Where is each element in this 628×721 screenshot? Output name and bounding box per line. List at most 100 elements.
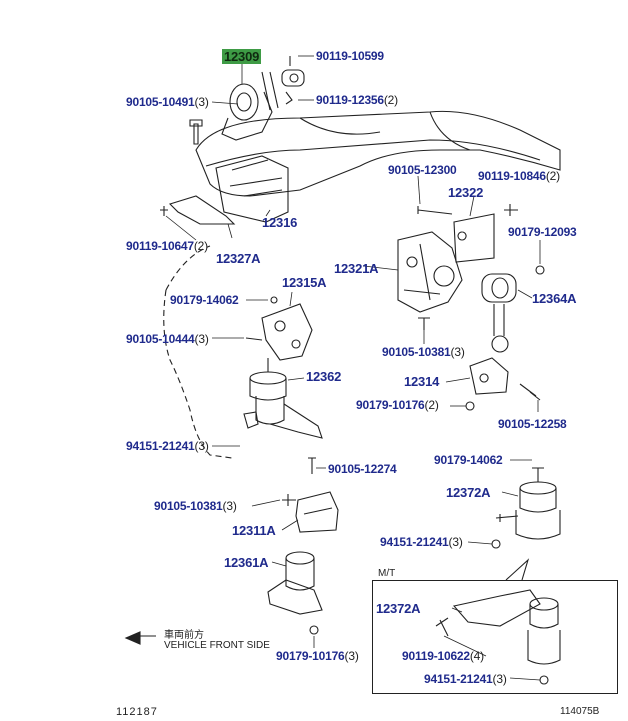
part-number: 90179-10176: [356, 398, 425, 412]
part-label-90179-10176[interactable]: 90179-10176(2): [356, 399, 439, 412]
part-number: 12316: [262, 215, 298, 230]
bracket-12315A-drawing: [261, 303, 313, 361]
part-qty: (2): [424, 398, 439, 412]
part-label-90119-10647[interactable]: 90119-10647(2): [126, 240, 208, 253]
mount-12372A-lower-drawing: [435, 589, 561, 665]
part-qty: (3): [448, 535, 463, 549]
part-number: 90105-10381: [154, 499, 223, 513]
part-label-90179-14062[interactable]: 90179-14062: [170, 294, 239, 307]
part-label-90105-10444[interactable]: 90105-10444(3): [126, 333, 209, 346]
part-label-12314[interactable]: 12314: [404, 375, 439, 389]
part-number: 90105-10444: [126, 332, 195, 346]
part-label-12372A[interactable]: 12372A: [446, 485, 491, 500]
part-label-12309[interactable]: 12309: [222, 49, 262, 64]
part-label-12321A[interactable]: 12321A: [334, 261, 379, 276]
part-number: 12364A: [532, 291, 577, 306]
part-highlight-12309: 12309: [222, 49, 262, 64]
part-qty: (3): [194, 95, 209, 109]
direction-label-en: VEHICLE FRONT SIDE: [164, 640, 270, 651]
part-number: 90105-10491: [126, 95, 195, 109]
part-number: 90105-12300: [388, 163, 457, 177]
part-label-90105-10491[interactable]: 90105-10491(3): [126, 96, 209, 109]
part-label-12327A[interactable]: 12327A: [216, 251, 261, 266]
code-right: 114075B: [560, 706, 600, 717]
part-number: 12372A: [376, 601, 421, 616]
part-label-90119-10622[interactable]: 90119-10622(4): [402, 650, 484, 663]
part-label-12315A[interactable]: 12315A: [282, 275, 327, 290]
part-qty: (3): [194, 439, 209, 453]
part-number: 90179-14062: [170, 293, 239, 307]
part-number: 90179-12093: [508, 225, 577, 239]
part-label-90179-10176-b[interactable]: 90179-10176(3): [276, 650, 359, 663]
part-number: 94151-21241: [380, 535, 449, 549]
part-label-90105-12274[interactable]: 90105-12274: [328, 463, 397, 476]
part-label-94151-21241-b[interactable]: 94151-21241(3): [380, 536, 463, 549]
part-label-12372A-mt[interactable]: 12372A: [376, 601, 421, 616]
part-label-90119-10599[interactable]: 90119-10599: [316, 50, 384, 63]
part-number: 90119-10647: [126, 239, 194, 253]
part-label-12362[interactable]: 12362: [306, 370, 341, 384]
part-number: 12327A: [216, 251, 261, 266]
part-qty: (3): [194, 332, 209, 346]
bracket-12314-drawing: [469, 357, 509, 395]
part-label-90105-10381[interactable]: 90105-10381(3): [382, 346, 465, 359]
part-number: 12322: [448, 185, 484, 200]
part-label-12311A[interactable]: 12311A: [232, 524, 276, 538]
part-number: 12315A: [282, 275, 327, 290]
rod-12364A-drawing: [481, 273, 517, 353]
part-number: 94151-21241: [126, 439, 195, 453]
part-label-90105-10381-b[interactable]: 90105-10381(3): [154, 500, 237, 513]
part-label-12364A[interactable]: 12364A: [532, 291, 577, 306]
part-label-12316[interactable]: 12316: [262, 216, 297, 230]
part-qty: (3): [450, 345, 465, 359]
part-qty: (2): [193, 239, 208, 253]
bracket-12327A-drawing: [168, 195, 236, 225]
part-label-12361A[interactable]: 12361A: [224, 556, 269, 570]
part-number: 90105-12274: [328, 462, 397, 476]
subframe-outline: [195, 110, 561, 197]
mount-12372A-upper-drawing: [495, 467, 561, 540]
mount-12361A-drawing: [267, 551, 323, 615]
part-number: 90105-10381: [382, 345, 451, 359]
engine-mount-12309-drawing: [221, 56, 305, 141]
part-label-90119-12356[interactable]: 90119-12356(2): [316, 94, 398, 107]
plate-12322-drawing: [453, 213, 495, 263]
mount-12362-drawing: [243, 358, 323, 439]
part-qty: (2): [545, 169, 560, 183]
part-qty: (2): [383, 93, 398, 107]
part-qty: (3): [492, 672, 507, 686]
code-left: 112187: [116, 706, 158, 718]
bracket-12321A-drawing: [397, 231, 463, 313]
part-number: 90105-12258: [498, 417, 567, 431]
part-number: 12311A: [232, 523, 276, 538]
part-number: 90179-14062: [434, 453, 503, 467]
part-number: 90119-10599: [316, 49, 384, 63]
part-label-12322[interactable]: 12322: [448, 186, 483, 200]
part-label-90105-12300[interactable]: 90105-12300: [388, 164, 457, 177]
part-number: 12321A: [334, 261, 379, 276]
part-number: 90119-12356: [316, 93, 384, 107]
part-label-90119-10846[interactable]: 90119-10846(2): [478, 170, 560, 183]
bracket-12316-drawing: [215, 155, 289, 223]
direction-label-jp: 車両前方: [164, 630, 204, 641]
part-label-90179-14062-b[interactable]: 90179-14062: [434, 454, 503, 467]
part-label-94151-21241[interactable]: 94151-21241(3): [126, 440, 209, 453]
part-label-90105-12258[interactable]: 90105-12258: [498, 418, 567, 431]
engine-outline: [163, 245, 233, 459]
part-qty: (3): [222, 499, 237, 513]
part-label-90179-12093[interactable]: 90179-12093: [508, 226, 577, 239]
part-number: 12372A: [446, 485, 491, 500]
mt-label: M/T: [378, 568, 396, 579]
part-number: 94151-21241: [424, 672, 493, 686]
part-label-94151-21241-c[interactable]: 94151-21241(3): [424, 673, 507, 686]
part-number: 90179-10176: [276, 649, 345, 663]
bracket-12311A-drawing: [295, 491, 339, 533]
part-number: 90119-10622: [402, 649, 470, 663]
part-number: 12314: [404, 374, 440, 389]
part-qty: (3): [344, 649, 359, 663]
part-number: 90119-10846: [478, 169, 546, 183]
mt-inset-box: [372, 580, 618, 694]
bolt-90105-10491-drawing: [189, 119, 203, 145]
